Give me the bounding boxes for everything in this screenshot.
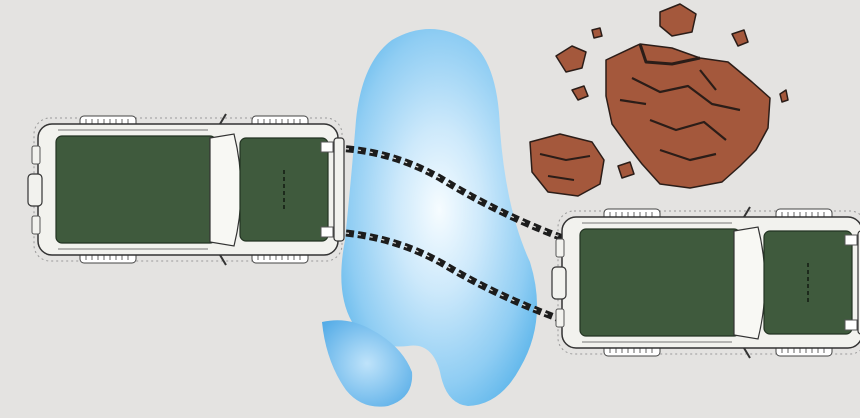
vehicle-left	[28, 114, 344, 265]
vehicle-right	[552, 207, 860, 358]
